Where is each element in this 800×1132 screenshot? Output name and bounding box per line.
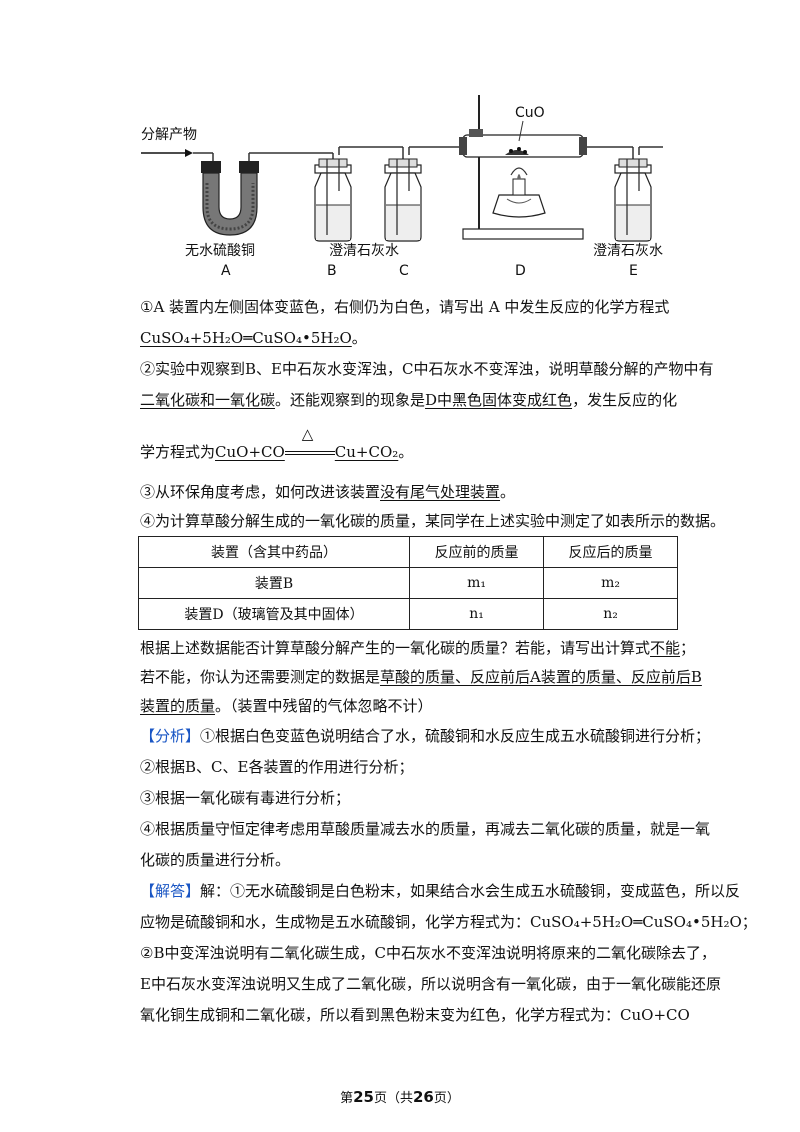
letter-c: C xyxy=(399,263,409,279)
table-cell: 装置D（玻璃管及其中固体） xyxy=(137,598,411,630)
solution-p2b: E中石灰水变浑浊说明又生成了二氧化碳，所以说明含有一氧化碳，由于一氧化碳能还原 xyxy=(140,975,721,993)
q2-eq-left: CuO+CO xyxy=(215,443,285,461)
analysis-tag: 【分析】 xyxy=(140,727,201,745)
solution-p2a: ②B中变浑浊说明有二氧化碳生成，C中石灰水不变浑浊说明将原来的二氧化碳除去了， xyxy=(140,944,716,962)
q2-line2: 二氧化碳和一氧化碳。还能观察到的现象是D中黑色固体变成红色，发生反应的化 xyxy=(140,390,685,410)
table-cell: m₁ xyxy=(409,567,545,599)
analysis-p1: ①根据白色变蓝色说明结合了水，硫酸铜和水反应生成五水硫酸铜进行分析； xyxy=(200,727,711,745)
table-cell: 装置B xyxy=(137,567,411,599)
q2-line3: 学方程式为CuO+CO △ Cu+CO₂。 xyxy=(140,425,685,462)
letter-d: D xyxy=(515,263,526,279)
after-table-line2: 若不能，你认为还需要测定的数据是草酸的质量、反应前后A装置的质量、反应前后B xyxy=(140,667,702,687)
label-bc-sub: 澄清石灰水 xyxy=(329,243,399,259)
q2-end: 。 xyxy=(398,443,414,461)
bottle-b xyxy=(314,158,352,242)
solution-line1: 【解答】解：①无水硫酸铜是白色粉末，如果结合水会生成五水硫酸铜，变成蓝色，所以反 xyxy=(140,881,740,901)
q4-text: ④为计算草酸分解生成的一氧化碳的质量，某同学在上述实验中测定了如表所示的数据。 xyxy=(140,512,726,530)
q1-end: 。 xyxy=(351,329,367,347)
u-tube-a xyxy=(201,153,259,236)
q2-line3-prefix: 学方程式为 xyxy=(140,443,216,461)
q3-end: 。 xyxy=(500,483,516,501)
q2-line1: ②实验中观察到B、E中石灰水变浑浊，C中石灰水不变浑浊，说明草酸分解的产物中有 xyxy=(140,360,714,378)
table-cell: m₂ xyxy=(543,567,678,599)
analysis-p2: ②根据B、C、E各装置的作用进行分析； xyxy=(140,758,414,776)
q1-answer: CuSO₄+5H₂O═CuSO₄•5H₂O xyxy=(140,329,352,347)
combustion-tube-d: CuO xyxy=(459,95,587,240)
after-table-end1: ； xyxy=(680,639,696,657)
footer-mid: 页（共 xyxy=(373,1091,413,1106)
label-a-sub: 无水硫酸铜 xyxy=(185,243,255,259)
letter-b: B xyxy=(327,263,337,279)
after-table-end3: 。（装置中残留的气体忽略不计） xyxy=(215,697,433,715)
q3-text: ③从环保角度考虑，如何改进该装置 xyxy=(140,483,381,501)
analysis-p3: ③根据一氧化碳有毒进行分析； xyxy=(140,789,351,807)
after-table-text2: 若不能，你认为还需要测定的数据是 xyxy=(140,668,381,686)
after-table-line1: 根据上述数据能否计算草酸分解产生的一氧化碳的质量？若能，请写出计算式不能； xyxy=(140,638,695,658)
page-footer: 第25页（共26页） xyxy=(0,1087,800,1106)
table-header: 反应前的质量 xyxy=(409,536,545,568)
after-table-answer1: 不能 xyxy=(650,639,681,657)
bottle-c xyxy=(384,158,422,242)
q2-answer1: 二氧化碳和一氧化碳 xyxy=(140,391,276,409)
solution-p2c: 氧化铜生成铜和二氧化碳，所以看到黑色粉末变为红色，化学方程式为：CuO+CO xyxy=(140,1006,690,1024)
table-cell: n₁ xyxy=(409,598,545,630)
analysis-p4a: ④根据质量守恒定律考虑用草酸质量减去水的质量，再减去二氧化碳的质量，就是一氧 xyxy=(140,820,711,838)
apparatus-diagram: 分解产物 xyxy=(141,95,663,279)
q3-answer: 没有尾气处理装置 xyxy=(380,483,501,501)
footer-total-pages: 26 xyxy=(413,1088,434,1106)
after-table-text1: 根据上述数据能否计算草酸分解产生的一氧化碳的质量？若能，请写出计算式 xyxy=(140,639,651,657)
cuo-label: CuO xyxy=(515,105,545,121)
table-row: 装置B m₁ m₂ xyxy=(137,567,678,599)
q3-line: ③从环保角度考虑，如何改进该装置没有尾气处理装置。 xyxy=(140,482,685,502)
table-header: 反应后的质量 xyxy=(543,536,678,568)
q1-answer-line: CuSO₄+5H₂O═CuSO₄•5H₂O。 xyxy=(140,328,685,348)
q2-eq-right: Cu+CO₂ xyxy=(334,443,399,461)
data-table: 装置（含其中药品） 反应前的质量 反应后的质量 装置B m₁ m₂ 装置D（玻璃… xyxy=(137,536,678,630)
letter-a: A xyxy=(221,263,231,279)
table-header: 装置（含其中药品） xyxy=(137,536,411,568)
after-table-line3: 装置的质量。（装置中残留的气体忽略不计） xyxy=(140,696,685,716)
q1-text: ①A 装置内左侧固体变蓝色，右侧仍为白色，请写出 A 中发生反应的化学方程式 xyxy=(140,298,670,316)
after-table-answer2a: 草酸的质量、反应前后A装置的质量、反应前后B xyxy=(380,668,702,686)
footer-prefix: 第 xyxy=(340,1091,354,1106)
analysis-line1: 【分析】①根据白色变蓝色说明结合了水，硫酸铜和水反应生成五水硫酸铜进行分析； xyxy=(140,726,710,746)
q2-after: ，发生反应的化 xyxy=(572,391,678,409)
footer-suffix: 页） xyxy=(433,1091,460,1106)
solution-tag: 【解答】 xyxy=(140,882,201,900)
table-cell: n₂ xyxy=(543,598,678,630)
footer-page-number: 25 xyxy=(353,1088,374,1106)
table-row: 装置D（玻璃管及其中固体） n₁ n₂ xyxy=(137,598,678,630)
analysis-p4b: 化碳的质量进行分析。 xyxy=(140,851,291,869)
solution-p1b: 应物是硫酸铜和水，生成物是五水硫酸铜，化学方程式为：CuSO₄+5H₂O═CuS… xyxy=(140,913,757,931)
q2-answer2: D中黑色固体变成红色 xyxy=(425,391,573,409)
solution-p1a: 解：①无水硫酸铜是白色粉末，如果结合水会生成五水硫酸铜，变成蓝色，所以反 xyxy=(200,882,741,900)
bottle-e xyxy=(614,158,652,242)
heat-symbol: △ xyxy=(301,425,314,443)
q2-eq-arrow: △ xyxy=(284,425,335,462)
q2-mid: 。还能观察到的现象是 xyxy=(275,391,426,409)
letter-e: E xyxy=(629,263,638,279)
after-table-answer2b: 装置的质量 xyxy=(140,697,216,715)
input-label: 分解产物 xyxy=(141,127,197,143)
label-e-sub: 澄清石灰水 xyxy=(593,243,663,259)
table-header-row: 装置（含其中药品） 反应前的质量 反应后的质量 xyxy=(137,536,678,568)
